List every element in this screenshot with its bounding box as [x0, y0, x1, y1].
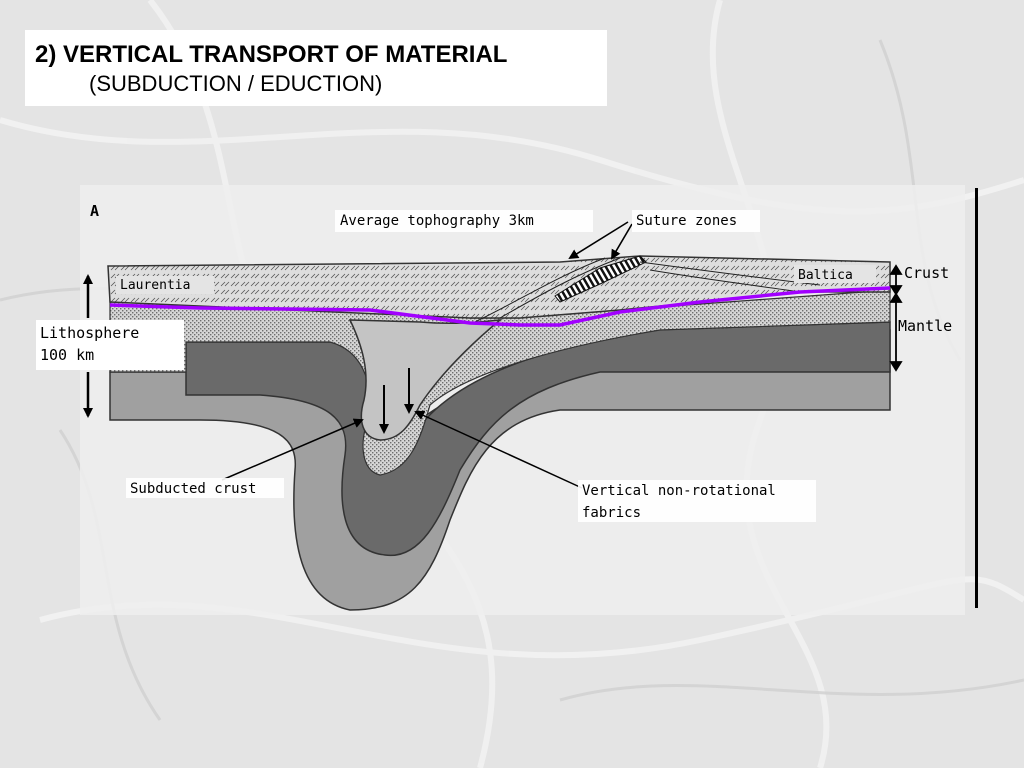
lithosphere-label-bg	[36, 320, 184, 370]
suture-label-bg	[632, 210, 760, 232]
subducted-crust-slab	[348, 319, 503, 441]
topography-label-bg	[335, 210, 593, 232]
dotted-mantle-layer	[109, 289, 891, 476]
slide-title: 2) VERTICAL TRANSPORT OF MATERIAL	[35, 41, 508, 68]
slide-subtitle: (SUBDUCTION / EDUCTION)	[89, 71, 383, 96]
subducted-label-bg	[126, 478, 284, 498]
suture-arrow-2	[610, 223, 633, 260]
subducted-pointer	[221, 418, 364, 481]
baltica-label: Baltica	[798, 268, 853, 283]
vertical-label-bg	[578, 480, 816, 522]
panel-letter: A	[90, 202, 99, 220]
suture-zone-wedge	[554, 255, 647, 303]
lithosphere-depth-label: 100 km	[40, 346, 94, 364]
vertical-fabrics-label-2: fabrics	[582, 505, 641, 521]
crust-label: Crust	[904, 264, 949, 282]
vertical-fabrics-label-1: Vertical non-rotational	[582, 483, 776, 499]
laurentia-label: Laurentia	[120, 278, 190, 293]
suture-arrow-1	[568, 221, 629, 260]
mantle-label: Mantle	[898, 317, 952, 335]
crust-bracket	[889, 264, 903, 296]
topography-label: Average tophography 3km	[340, 213, 534, 229]
mantle-bracket	[889, 292, 903, 372]
lithosphere-label: Lithosphere	[40, 324, 139, 342]
subducted-crust-label: Subducted crust	[130, 481, 256, 497]
moho-line	[109, 286, 891, 327]
fabrics-pointer	[414, 410, 583, 489]
title-box: 2) VERTICAL TRANSPORT OF MATERIAL (SUBDU…	[25, 30, 607, 106]
right-vertical-bar	[975, 188, 978, 608]
laurentia-label-bg	[116, 276, 214, 294]
baltica-label-bg	[794, 265, 876, 283]
suture-label: Suture zones	[636, 213, 737, 229]
